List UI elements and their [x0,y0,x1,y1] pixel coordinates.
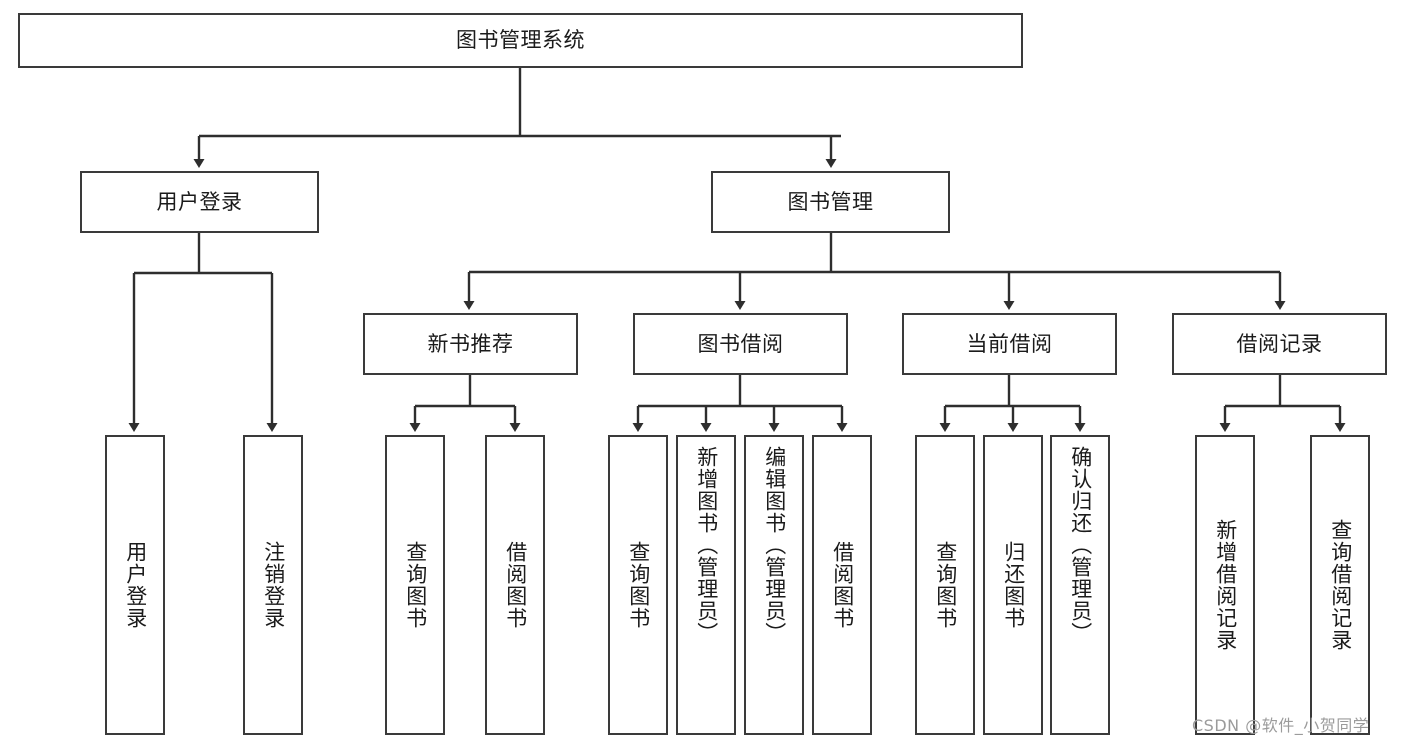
node-user-login[interactable]: 用户登录 [80,171,319,233]
leaf-node-label: 借阅图书 [503,541,528,629]
node-current-borrow[interactable]: 当前借阅 [902,313,1117,375]
leaf-node-label: 注销登录 [261,541,286,629]
node-book-borrow[interactable]: 图书借阅 [633,313,848,375]
node-root-label: 图书管理系统 [456,28,585,53]
leaf-node-label: 借阅图书 [830,541,855,629]
node-root[interactable]: 图书管理系统 [18,13,1023,68]
leaf-node[interactable]: 借阅图书 [812,435,872,735]
leaf-node[interactable]: 新增借阅记录 [1195,435,1255,735]
leaf-node[interactable]: 查询图书 [385,435,445,735]
node-new-book-recommend-label: 新书推荐 [427,331,514,356]
csdn-watermark: CSDN @软件_小贺同学 [1192,716,1370,735]
leaf-node-label: 确认归还（管理员） [1068,446,1093,644]
leaf-node[interactable]: 确认归还（管理员） [1050,435,1110,735]
node-new-book-recommend[interactable]: 新书推荐 [363,313,578,375]
leaf-node[interactable]: 查询图书 [915,435,975,735]
leaf-node-label: 查询图书 [933,541,958,629]
leaf-node-label: 归还图书 [1001,541,1026,629]
leaf-node[interactable]: 新增图书（管理员） [676,435,736,735]
node-current-borrow-label: 当前借阅 [966,331,1053,356]
leaf-node[interactable]: 归还图书 [983,435,1043,735]
leaf-node-label: 新增图书（管理员） [694,446,719,644]
node-borrow-record[interactable]: 借阅记录 [1172,313,1387,375]
leaf-node[interactable]: 借阅图书 [485,435,545,735]
leaf-node-label: 编辑图书（管理员） [762,446,787,644]
leaf-node-label: 查询图书 [626,541,651,629]
leaf-node-label: 用户登录 [123,541,148,629]
node-book-manage-label: 图书管理 [787,189,874,214]
node-borrow-record-label: 借阅记录 [1236,331,1323,356]
node-book-borrow-label: 图书借阅 [697,331,784,356]
leaf-node[interactable]: 编辑图书（管理员） [744,435,804,735]
leaf-node-label: 新增借阅记录 [1213,519,1238,651]
leaf-node[interactable]: 用户登录 [105,435,165,735]
leaf-node[interactable]: 查询图书 [608,435,668,735]
leaf-node[interactable]: 查询借阅记录 [1310,435,1370,735]
leaf-node-label: 查询图书 [403,541,428,629]
node-book-manage[interactable]: 图书管理 [711,171,950,233]
node-user-login-label: 用户登录 [156,189,243,214]
leaf-node-label: 查询借阅记录 [1328,519,1353,651]
leaf-node[interactable]: 注销登录 [243,435,303,735]
